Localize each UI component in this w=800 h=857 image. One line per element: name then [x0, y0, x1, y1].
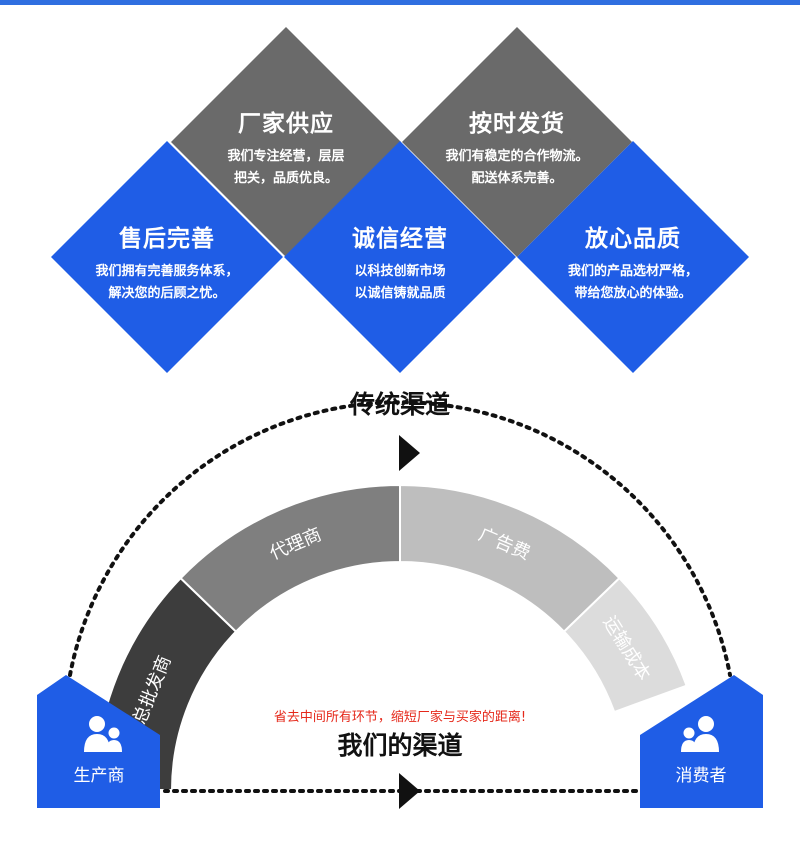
feature-desc-line: 配送体系完善。: [471, 171, 563, 186]
segment-transport: [562, 576, 688, 714]
segment-agent: [179, 483, 401, 634]
our-channel-title: 我们的渠道: [337, 731, 462, 760]
feature-desc-line: 我们专注经营，层层: [227, 149, 345, 164]
diamond-after-sales: [51, 141, 283, 373]
feature-after-sales: 售后完善 我们拥有完善服务体系， 解决您的后顾之忧。: [67, 219, 267, 305]
feature-desc-line: 以科技创新市场: [354, 264, 446, 279]
channel-tagline: 省去中间所有环节，缩短厂家与买家的距离!: [274, 709, 526, 725]
feature-factory-supply: 厂家供应 我们专注经营，层层 把关，品质优良。: [196, 104, 376, 190]
feature-desc-line: 我们拥有完善服务体系，: [95, 264, 239, 279]
feature-title: 放心品质: [585, 226, 681, 252]
feature-on-time-delivery: 按时发货 我们有稳定的合作物流。 配送体系完善。: [417, 104, 617, 190]
producer-people-icon: [84, 716, 122, 752]
diamond-quality: [517, 141, 749, 373]
consumer-label: 消费者: [676, 766, 727, 786]
traditional-channel-path: [68, 400, 732, 677]
diamond-integrity: [284, 141, 516, 373]
producer-label: 生产商: [74, 766, 125, 786]
feature-desc-line: 解决您的后顾之忧。: [108, 286, 226, 301]
traditional-arrow-icon: [399, 435, 420, 471]
feature-title: 按时发货: [469, 111, 565, 137]
feature-desc-line: 把关，品质优良。: [233, 171, 338, 186]
our-channel-arrow-icon: [399, 773, 420, 809]
feature-desc-line: 带给您放心的体验。: [574, 286, 692, 301]
feature-desc-line: 以诚信铸就品质: [354, 286, 446, 301]
feature-quality: 放心品质 我们的产品选材严格， 带给您放心的体验。: [533, 219, 733, 305]
feature-desc-line: 我们有稳定的合作物流。: [445, 149, 589, 164]
feature-integrity: 诚信经营 以科技创新市场 以诚信铸就品质: [310, 219, 490, 305]
top-accent-bar: [0, 0, 800, 5]
consumer-people-icon: [681, 716, 719, 752]
traditional-channel-title: 传统渠道: [349, 390, 450, 419]
feature-title: 诚信经营: [352, 226, 448, 252]
feature-title: 售后完善: [119, 226, 215, 252]
feature-desc-line: 我们的产品选材严格，: [567, 264, 698, 279]
feature-title: 厂家供应: [238, 111, 334, 137]
feature-diamonds: [51, 27, 749, 373]
